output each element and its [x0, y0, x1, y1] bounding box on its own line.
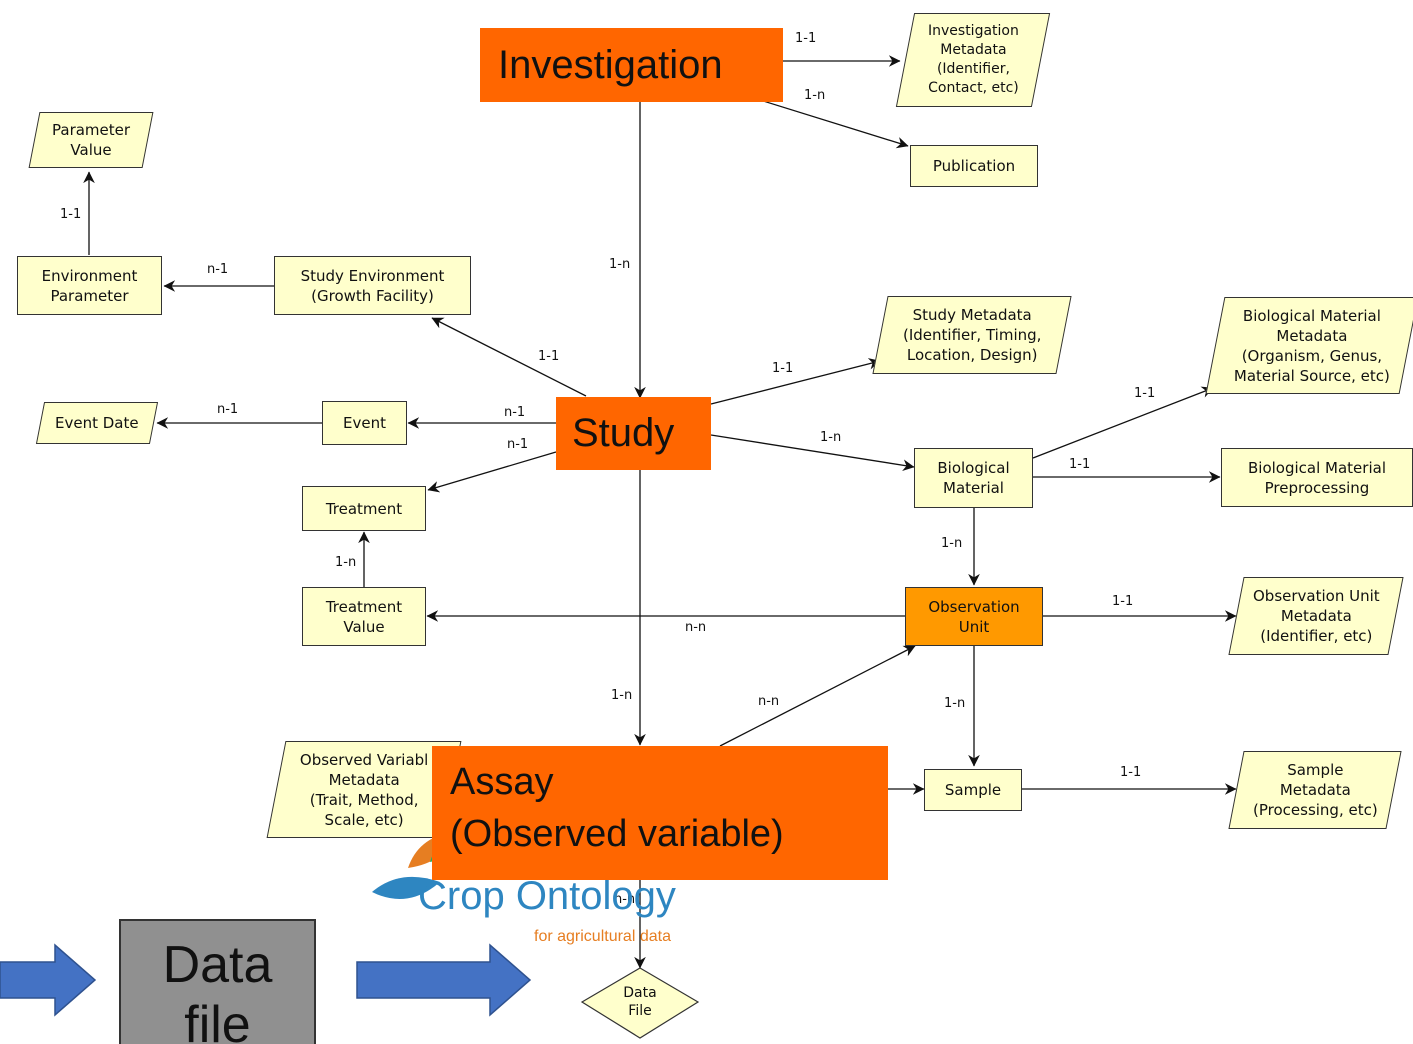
edge-study-bio: [710, 434, 915, 472]
investigation-highlight: Investigation: [480, 28, 783, 102]
data-file-diamond: [580, 967, 700, 1039]
parameter-value-node: Parameter Value: [28, 112, 154, 168]
edge-study-meta: [710, 358, 881, 405]
blue-arrow-right: [356, 943, 532, 1017]
edge-bio-bmeta: [1032, 386, 1214, 459]
edge-label-study-bio: 1-n: [820, 430, 842, 445]
environment-parameter-node: Environment Parameter: [17, 256, 162, 315]
edge-label-study-studyenv: 1-1: [538, 349, 560, 364]
crop-ontology-logo: Crop Ontology: [418, 874, 676, 918]
edge-label-inv-pub: 1-n: [804, 88, 826, 103]
edge-label-study-treatment: n-1: [507, 437, 529, 452]
edge-label-obs-meta: 1-1: [1112, 594, 1134, 609]
edge-study-studyenv: [431, 317, 587, 397]
edge-label-treat-value: 1-n: [335, 555, 357, 570]
investigation-metadata-node: Investigation Metadata (Identifier, Cont…: [895, 13, 1051, 107]
sample-node: Sample: [924, 769, 1022, 811]
data-file-node-label: Data File: [623, 985, 657, 1019]
biological-material-preprocessing-node: Biological Material Preprocessing: [1221, 448, 1413, 507]
edge-label-bio-bmeta: 1-1: [1134, 386, 1156, 401]
edge-label-study-assay: 1-n: [611, 688, 633, 703]
assay-title: Assay: [450, 761, 554, 803]
assay-subtitle: (Observed variable): [450, 813, 784, 855]
sample-metadata-node: Sample Metadata (Processing, etc): [1228, 751, 1402, 829]
edge-label-bio-prep: 1-1: [1069, 457, 1091, 472]
publication-node: Publication: [910, 145, 1038, 187]
study-environment-node: Study Environment (Growth Facility): [274, 256, 471, 315]
event-node: Event: [322, 401, 407, 445]
edge-label-assay-obs: n-n: [758, 694, 780, 709]
edge-label-event-date: n-1: [217, 402, 239, 417]
study-metadata-node: Study Metadata (Identifier, Timing, Loca…: [872, 296, 1072, 374]
edge-label-sample-meta: 1-1: [1120, 765, 1142, 780]
edge-label-param-env: 1-1: [60, 207, 82, 222]
edge-label-study-event: n-1: [504, 405, 526, 420]
biological-material-node: Biological Material: [914, 448, 1033, 508]
edge-label-inv-meta: 1-1: [795, 31, 817, 46]
data-file-box: Data file: [119, 919, 316, 1044]
observation-unit-node: Observation Unit: [905, 587, 1043, 646]
edge-label-obs-treatvalue: n-n: [685, 620, 707, 635]
blue-arrow-left: [0, 943, 97, 1017]
edge-inv-pub: [759, 99, 909, 149]
edge-label-obs-sample: 1-n: [944, 696, 966, 711]
crop-ontology-tagline: for agricultural data: [534, 928, 671, 945]
assay-highlight: Assay (Observed variable): [432, 746, 888, 880]
edge-study-treatment: [427, 451, 557, 493]
edge-label-studyenv-env: n-1: [207, 262, 229, 277]
edge-label-study-meta: 1-1: [772, 361, 794, 376]
edge-assay-obs: [719, 645, 916, 747]
edge-label-inv-study: 1-n: [609, 257, 631, 272]
study-highlight: Study: [556, 397, 711, 470]
biological-material-metadata-node: Biological Material Metadata (Organism, …: [1205, 297, 1413, 394]
edge-label-bio-obs: 1-n: [941, 536, 963, 551]
treatment-node: Treatment: [302, 486, 426, 531]
treatment-value-node: Treatment Value: [302, 587, 426, 646]
edge-label-assay-datafile: n-n: [614, 892, 636, 907]
observation-unit-metadata-node: Observation Unit Metadata (Identifier, e…: [1228, 577, 1404, 655]
event-date-node: Event Date: [35, 402, 159, 444]
